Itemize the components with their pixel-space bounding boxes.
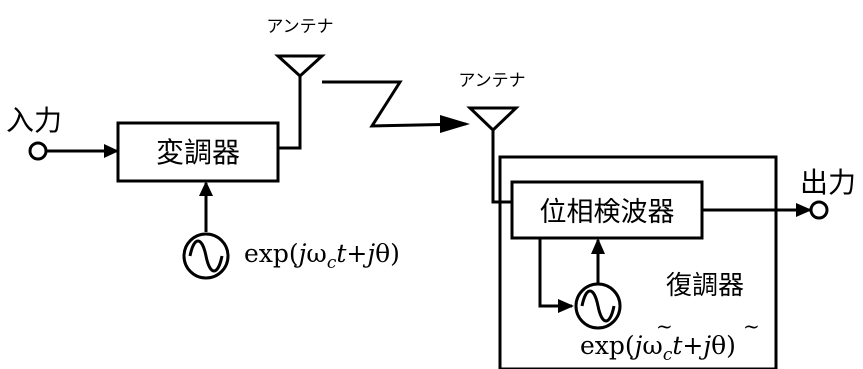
rx-antenna-label: アンテナ: [458, 71, 525, 91]
rx-sine-icon: [580, 289, 616, 323]
output-arrowhead: [796, 203, 812, 217]
radio-link: [322, 80, 467, 128]
tx-antenna-feed: [278, 76, 302, 150]
tx-oscillator-formula: exp(jωct+jθ): [244, 239, 400, 273]
rx-osc-input-arrowhead: [558, 299, 574, 313]
phase-detector-label: 位相検波器: [540, 197, 675, 228]
rx-osc-input-line: [538, 238, 572, 308]
demodulator-box: [498, 155, 778, 369]
rx-antenna: [466, 106, 520, 133]
demodulator-label: 復調器: [666, 271, 744, 301]
modulator-block: [116, 121, 280, 183]
theta-tilde: ~: [743, 314, 760, 338]
rx-oscillator-formula: exp(jωct+jθ): [580, 331, 736, 365]
omega-tilde: ~: [656, 314, 673, 338]
input-terminal: [28, 141, 48, 161]
phase-detector-block: [510, 180, 704, 240]
tx-sine-icon: [188, 239, 224, 273]
input-arrowhead: [104, 144, 119, 158]
tx-antenna: [274, 54, 326, 79]
output-terminal: [809, 200, 829, 220]
tx-antenna-label: アンテナ: [266, 17, 333, 37]
radio-link-arrowhead: [440, 115, 470, 133]
modulator-label: 変調器: [156, 136, 240, 169]
input-label: 入力: [6, 104, 62, 137]
output-label: 出力: [800, 166, 856, 199]
rx-antenna-feed: [491, 130, 512, 204]
tx-osc-arrowhead: [199, 181, 213, 196]
rx-osc-arrowhead: [591, 238, 605, 254]
